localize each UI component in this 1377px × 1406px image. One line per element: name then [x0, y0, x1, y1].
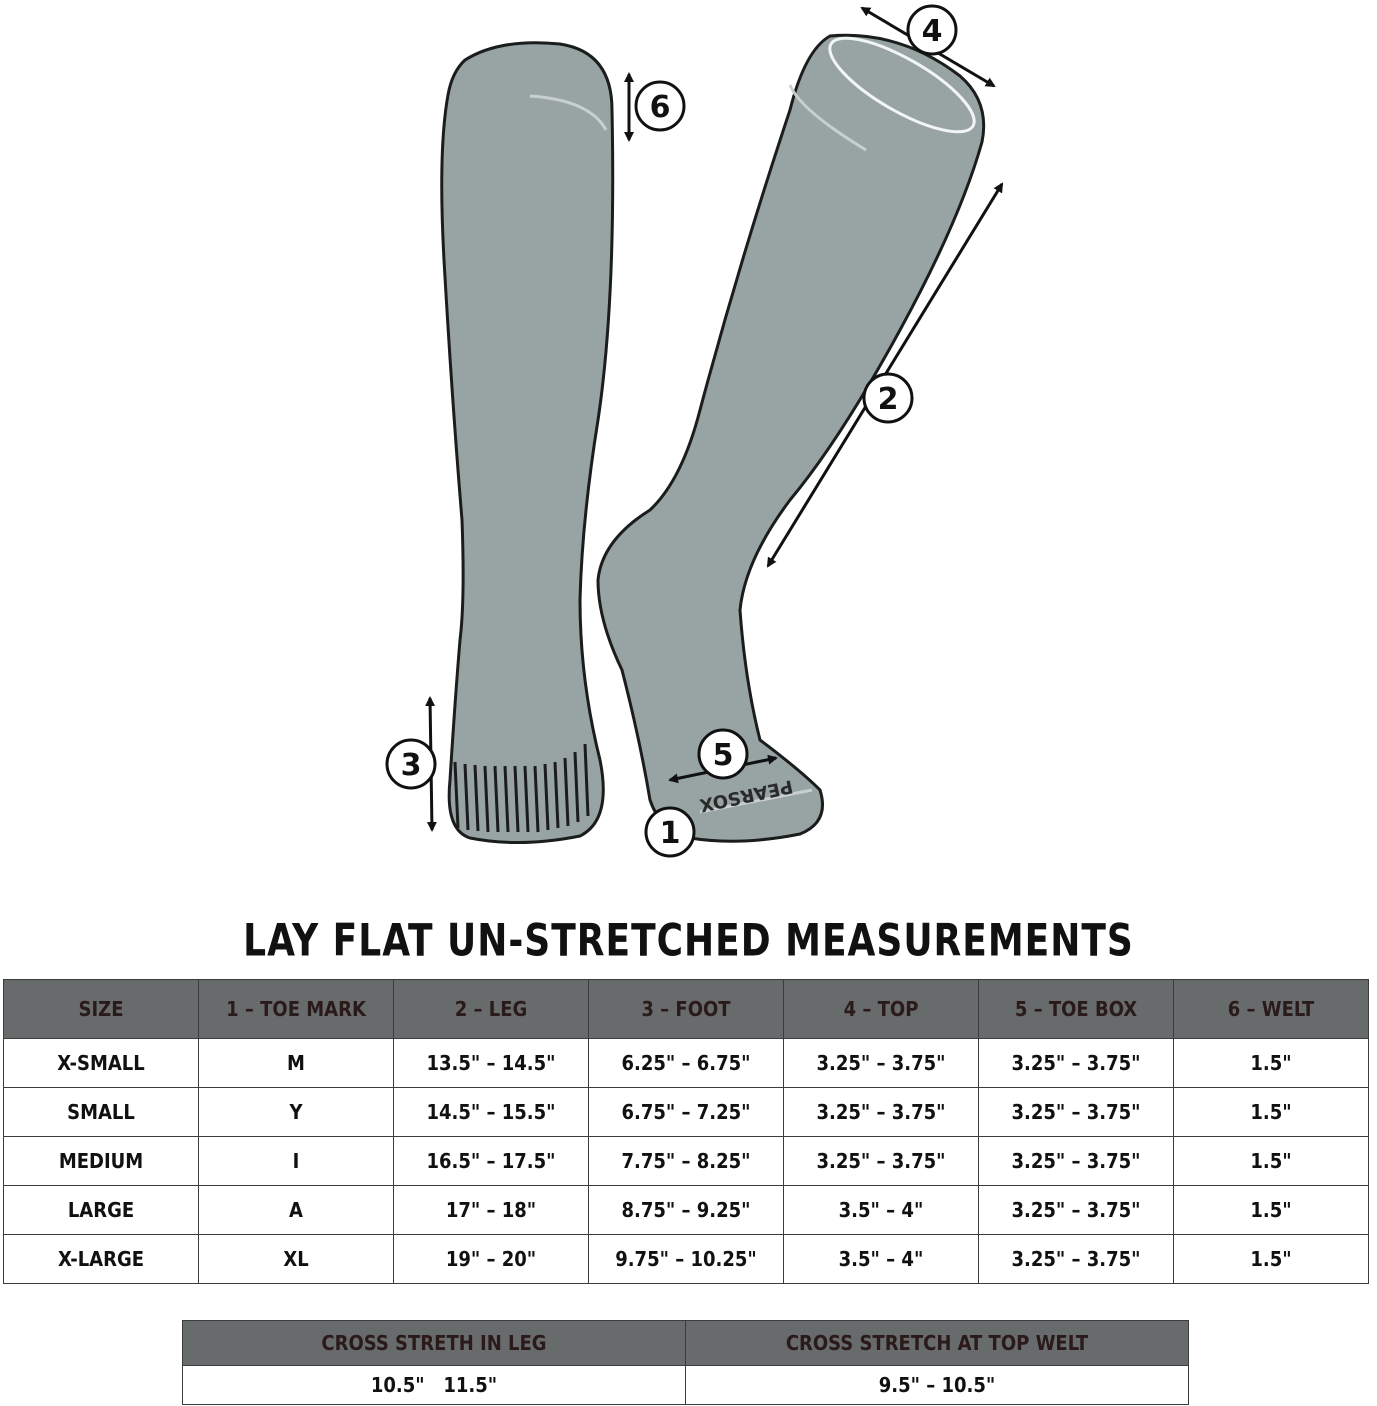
- svg-text:5: 5: [713, 738, 734, 773]
- header-cross-stretch-leg: CROSS STRETH IN LEG: [182, 1320, 686, 1366]
- cell: 3.25" – 3.75": [978, 1234, 1174, 1284]
- size-chart-table: SIZE 1 – TOE MARK 2 – LEG 3 – FOOT 4 – T…: [3, 979, 1369, 1284]
- cell: SMALL: [3, 1087, 199, 1137]
- header-cross-stretch-top-welt: CROSS STRETCH AT TOP WELT: [685, 1320, 1189, 1366]
- callout-4: 4: [906, 4, 958, 56]
- cell: 1.5": [1173, 1087, 1369, 1137]
- cell: 7.75" – 8.25": [588, 1136, 784, 1186]
- cross-stretch-table: CROSS STRETH IN LEG CROSS STRETCH AT TOP…: [182, 1320, 1189, 1405]
- callout-3: 3: [385, 738, 437, 790]
- cell: 1.5": [1173, 1136, 1369, 1186]
- heel-ribbing: [453, 743, 590, 833]
- cell: 14.5" – 15.5": [393, 1087, 589, 1137]
- callout-6: 6: [634, 80, 686, 132]
- table-header-row: SIZE 1 – TOE MARK 2 – LEG 3 – FOOT 4 – T…: [3, 979, 1369, 1039]
- cell: 3.25" – 3.75": [978, 1038, 1174, 1088]
- cell: 19" – 20": [393, 1234, 589, 1284]
- cell: 3.5" – 4": [783, 1185, 979, 1235]
- cell: 1.5": [1173, 1185, 1369, 1235]
- callout-1: 1: [644, 806, 696, 858]
- cell: XL: [198, 1234, 394, 1284]
- table-row: MEDIUM I 16.5" – 17.5" 7.75" – 8.25" 3.2…: [3, 1136, 1369, 1186]
- cell: 3.25" – 3.75": [783, 1038, 979, 1088]
- cell: 3.25" – 3.75": [783, 1136, 979, 1186]
- table-row: 10.5" 11.5" 9.5" – 10.5": [182, 1365, 1189, 1405]
- left-sock: [440, 41, 615, 845]
- cell: 6.25" – 6.75": [588, 1038, 784, 1088]
- header-welt: 6 – WELT: [1173, 979, 1369, 1039]
- cell: 9.75" – 10.25": [588, 1234, 784, 1284]
- header-toe-box: 5 – TOE BOX: [978, 979, 1174, 1039]
- header-size: SIZE: [3, 979, 199, 1039]
- cell: Y: [198, 1087, 394, 1137]
- table-header-row: CROSS STRETH IN LEG CROSS STRETCH AT TOP…: [182, 1320, 1189, 1366]
- cell: 6.75" – 7.25": [588, 1087, 784, 1137]
- header-foot: 3 – FOOT: [588, 979, 784, 1039]
- svg-text:6: 6: [650, 90, 671, 125]
- svg-text:3: 3: [401, 748, 422, 783]
- cell: 10.5" 11.5": [182, 1365, 686, 1405]
- table-row: LARGE A 17" – 18" 8.75" – 9.25" 3.5" – 4…: [3, 1185, 1369, 1235]
- header-toe-mark: 1 – TOE MARK: [198, 979, 394, 1039]
- table-row: X-LARGE XL 19" – 20" 9.75" – 10.25" 3.5"…: [3, 1234, 1369, 1284]
- svg-text:2: 2: [878, 382, 899, 417]
- cell: 9.5" – 10.5": [685, 1365, 1189, 1405]
- cell: 3.5" – 4": [783, 1234, 979, 1284]
- callout-5: 5: [697, 728, 749, 780]
- cell: 3.25" – 3.75": [978, 1136, 1174, 1186]
- header-leg: 2 – LEG: [393, 979, 589, 1039]
- cell: 16.5" – 17.5": [393, 1136, 589, 1186]
- header-top: 4 – TOP: [783, 979, 979, 1039]
- cell: 8.75" – 9.25": [588, 1185, 784, 1235]
- cell: X-LARGE: [3, 1234, 199, 1284]
- table-row: X-SMALL M 13.5" – 14.5" 6.25" – 6.75" 3.…: [3, 1038, 1369, 1088]
- cell: 17" – 18": [393, 1185, 589, 1235]
- page-title: LAY FLAT UN-STRETCHED MEASUREMENTS: [243, 915, 1134, 967]
- cell: I: [198, 1136, 394, 1186]
- cell: M: [198, 1038, 394, 1088]
- cell: 3.25" – 3.75": [978, 1087, 1174, 1137]
- right-sock: PEARSOX: [596, 33, 986, 843]
- svg-text:1: 1: [660, 816, 681, 851]
- cell: LARGE: [3, 1185, 199, 1235]
- cell: 3.25" – 3.75": [978, 1185, 1174, 1235]
- cell: 1.5": [1173, 1038, 1369, 1088]
- table-row: SMALL Y 14.5" – 15.5" 6.75" – 7.25" 3.25…: [3, 1087, 1369, 1137]
- cell: X-SMALL: [3, 1038, 199, 1088]
- callout-2: 2: [862, 372, 914, 424]
- cell: 13.5" – 14.5": [393, 1038, 589, 1088]
- cell: 1.5": [1173, 1234, 1369, 1284]
- cell: A: [198, 1185, 394, 1235]
- sock-diagram: PEARSOX 1 2 3 4 5 6: [385, 4, 1004, 858]
- cell: MEDIUM: [3, 1136, 199, 1186]
- cell: 3.25" – 3.75": [783, 1087, 979, 1137]
- svg-text:4: 4: [922, 14, 943, 49]
